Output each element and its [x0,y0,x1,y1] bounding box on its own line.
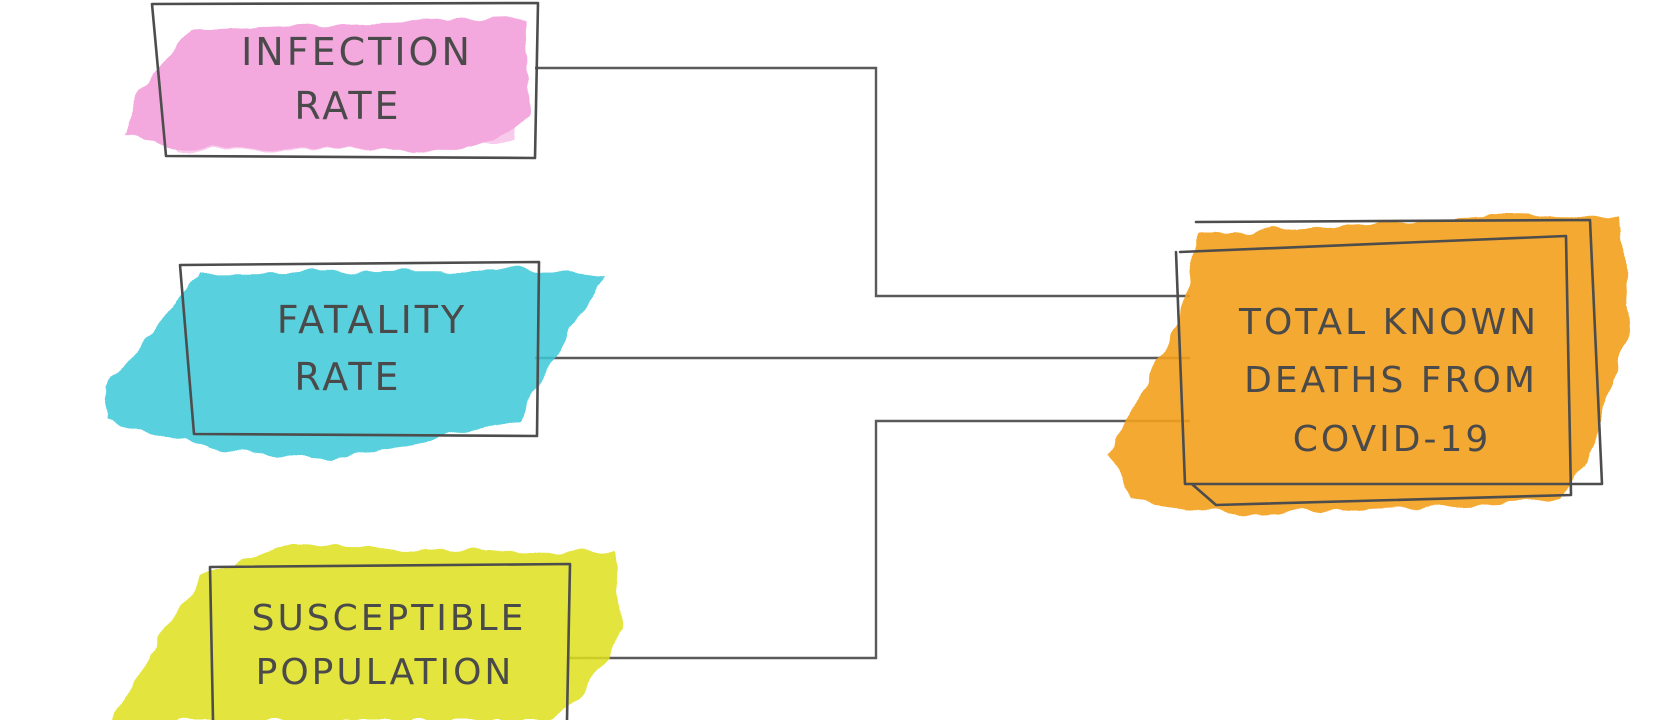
connector-infection-to-deaths [535,66,1190,298]
fatality-rate-label-line-2: RATE [294,355,401,399]
total-known-deaths-highlight [1110,215,1630,515]
infection-rate-highlight [125,18,528,150]
susceptible-population-box [208,562,572,720]
connectors [535,66,1190,660]
total-known-deaths-box-inner [1178,234,1573,507]
fatality-rate-highlight [105,270,605,460]
total-known-deaths-label-line-2: DEATHS FROM [1244,360,1538,401]
fatality-rate-box [178,260,541,438]
infection-rate-label-line-1: INFECTION [241,30,473,74]
node-susceptible-population: SUSCEPTIBLE POPULATION [110,545,625,720]
node-fatality-rate: FATALITY RATE [105,260,605,460]
infection-rate-label-line-2: RATE [294,84,401,128]
infection-rate-box [150,1,540,160]
susceptible-population-label-line-1: SUSCEPTIBLE [252,598,527,639]
susceptible-population-highlight [110,545,625,720]
total-known-deaths-label-line-1: TOTAL KNOWN [1238,302,1539,343]
susceptible-population-label-line-2: POPULATION [256,652,515,693]
total-known-deaths-box-outer [1174,218,1604,486]
node-total-known-deaths: TOTAL KNOWN DEATHS FROM COVID-19 [1110,215,1630,515]
connector-susceptible-to-deaths [567,419,1190,660]
node-infection-rate: INFECTION RATE [125,1,540,160]
total-known-deaths-label-line-3: COVID-19 [1293,419,1492,460]
fatality-rate-label-line-1: FATALITY [277,298,467,342]
